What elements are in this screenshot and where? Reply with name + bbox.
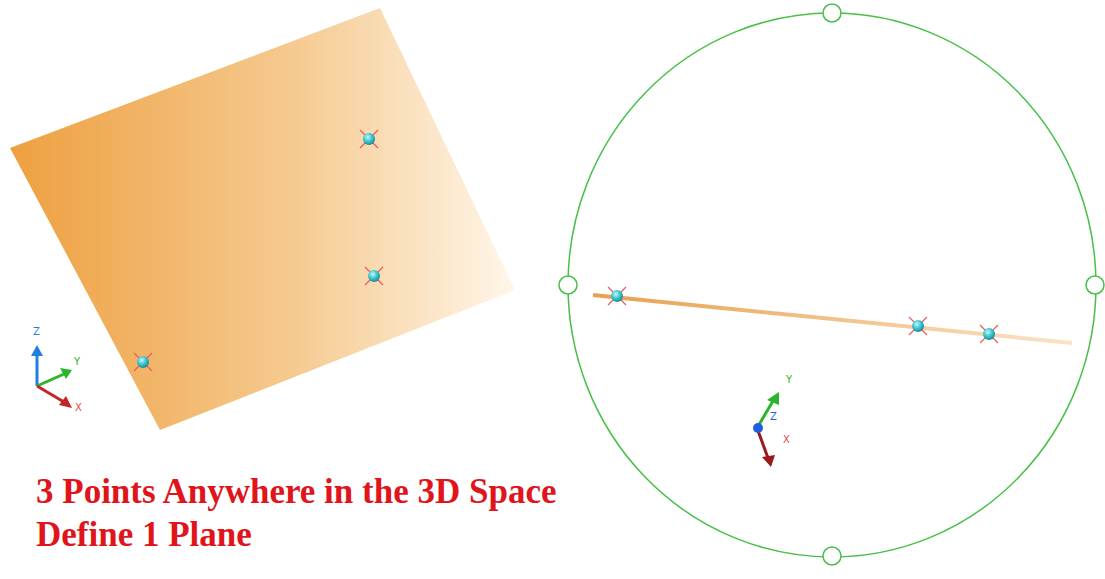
- axis-label: Y: [786, 374, 792, 385]
- point: [134, 353, 152, 371]
- axis-label: X: [75, 402, 82, 413]
- axis-label: Z: [33, 326, 40, 337]
- point: [980, 325, 998, 343]
- plane-face: [10, 8, 515, 430]
- point: [608, 287, 626, 305]
- view-circle: [568, 13, 1096, 557]
- plane-edge: [593, 295, 1072, 343]
- point: [909, 317, 927, 335]
- ucs-icon: [31, 345, 72, 408]
- axis-label: X: [783, 434, 790, 445]
- grip: [559, 4, 1104, 565]
- point: [365, 267, 383, 285]
- point: [360, 130, 378, 148]
- caption: 3 Points Anywhere in the 3D Space Define…: [36, 470, 648, 556]
- axis-label: Z: [770, 411, 777, 422]
- ucs-icon: [753, 392, 779, 467]
- axis-label: Y: [74, 356, 80, 367]
